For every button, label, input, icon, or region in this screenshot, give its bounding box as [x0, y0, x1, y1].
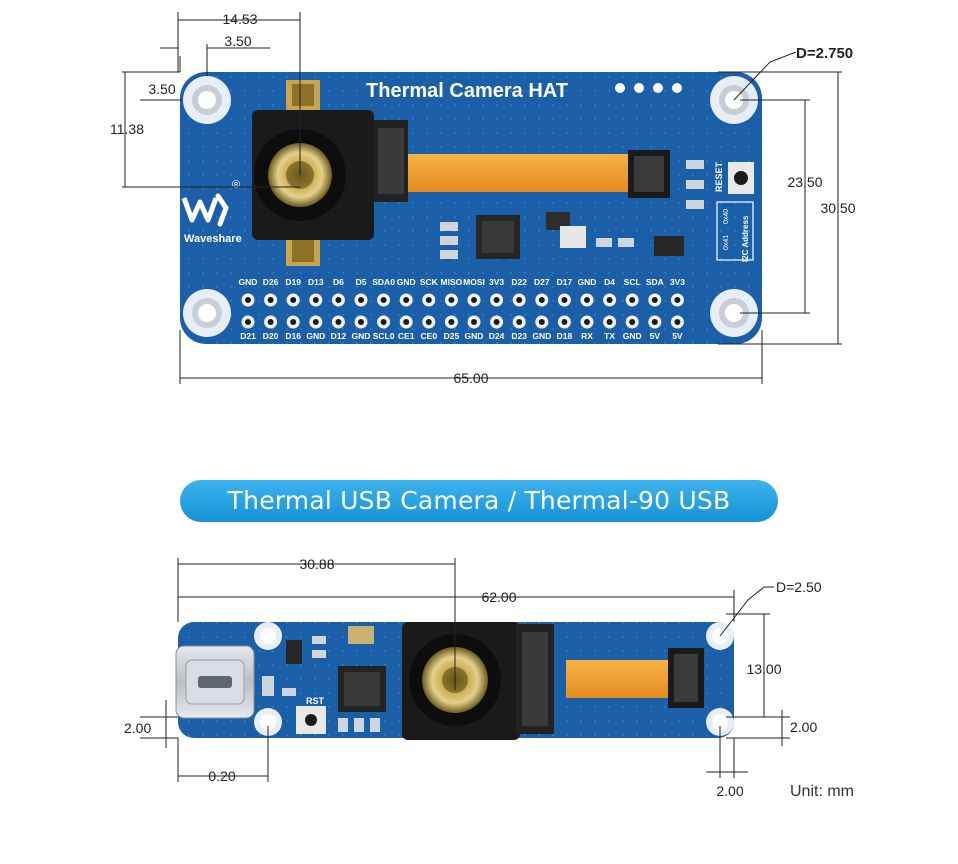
- gpio-label-top: D4: [604, 277, 615, 287]
- gpio-label-top: D6: [333, 277, 344, 287]
- gpio-label-top: D19: [285, 277, 301, 287]
- i2c-address-label: I2C Address: [741, 215, 750, 262]
- gpio-label-bottom: D16: [285, 331, 301, 341]
- dim-hat-camera-x: 14.53: [222, 11, 257, 27]
- gpio-label-top: 3V3: [489, 277, 504, 287]
- dim-usb-left-offset-y: 2.00: [124, 720, 151, 736]
- gpio-label-bottom: D24: [489, 331, 505, 341]
- gpio-label-top: SDA0: [372, 277, 395, 287]
- gpio-label-bottom: D12: [331, 331, 347, 341]
- dim-hat-camera-y: 11.38: [110, 121, 144, 137]
- gpio-label-bottom: CE0: [421, 331, 438, 341]
- gpio-label-top: SCK: [420, 277, 439, 287]
- hat-reset-label: RESET: [714, 161, 724, 192]
- gpio-label-top: SCL: [624, 277, 641, 287]
- usb-board: RST: [175, 622, 734, 740]
- dim-hat-hole-spacing: 23.50: [787, 174, 822, 190]
- usb-mount-hole-bl: [254, 708, 282, 736]
- gpio-label-top: D5: [356, 277, 367, 287]
- gpio-label-bottom: RX: [581, 331, 593, 341]
- gpio-label-bottom: GND: [623, 331, 642, 341]
- gpio-label-bottom: 5V: [650, 331, 661, 341]
- dim-usb-right-offset-y: 2.00: [790, 719, 817, 735]
- dim-hat-board-height: 30.50: [820, 200, 855, 216]
- usb-dimensions: 30.88 62.00 D=2.50 13.00 2.00 2.00 0.20 …: [124, 556, 854, 800]
- gpio-label-top: D26: [263, 277, 279, 287]
- gpio-label-bottom: SCL0: [373, 331, 395, 341]
- hat-reset-button: [728, 162, 754, 194]
- svg-text:®: ®: [232, 179, 240, 191]
- hat-dimensions: 14.53 3.50 3.50 11.38 D=2.750 23.50 30.5…: [110, 11, 856, 386]
- gpio-label-bottom: D23: [511, 331, 527, 341]
- dim-hat-hole-x: 3.50: [224, 33, 251, 49]
- waveshare-logo: ® Waveshare: [181, 179, 242, 245]
- hat-mount-hole-bl: [183, 289, 231, 337]
- gpio-label-bottom: 5V: [672, 331, 683, 341]
- dim-usb-board-width: 62.00: [481, 589, 516, 605]
- dim-usb-camera-x: 30.88: [299, 556, 334, 572]
- usb-flex-cable: [566, 660, 672, 698]
- gpio-label-top: GND: [239, 277, 258, 287]
- gpio-label-top: D17: [557, 277, 573, 287]
- dim-hat-hole-diameter: D=2.750: [796, 45, 853, 62]
- gpio-label-bottom: GND: [352, 331, 371, 341]
- hat-mount-hole-tl: [183, 76, 231, 124]
- unit-label: Unit: mm: [790, 783, 854, 800]
- gpio-label-bottom: CE1: [398, 331, 415, 341]
- hat-thermal-camera: [252, 110, 374, 240]
- gpio-label-top: SDA: [646, 277, 664, 287]
- usb-c-connector: [175, 645, 255, 719]
- hat-board: Thermal Camera HAT ® Waveshare: [180, 72, 762, 344]
- i2c-value-1: 0x41: [723, 235, 730, 250]
- dim-usb-left-offset-x: 0.20: [208, 768, 235, 784]
- gpio-label-top: D22: [511, 277, 527, 287]
- gpio-label-top: MISO: [441, 277, 463, 287]
- hat-mount-hole-br: [710, 289, 758, 337]
- gpio-label-top: D13: [308, 277, 324, 287]
- usb-rst-label: RST: [306, 696, 325, 706]
- usb-rst-button: [296, 706, 326, 734]
- gpio-label-bottom: D21: [240, 331, 256, 341]
- gpio-label-bottom: GND: [465, 331, 484, 341]
- gpio-label-top: GND: [578, 277, 597, 287]
- gpio-label-top: GND: [397, 277, 416, 287]
- gpio-label-top: D27: [534, 277, 550, 287]
- gpio-label-bottom: TX: [604, 331, 615, 341]
- dim-usb-hole-spacing: 13.00: [746, 661, 781, 677]
- usb-mount-hole-br: [706, 708, 734, 736]
- gpio-label-bottom: GND: [532, 331, 551, 341]
- usb-thermal-camera: [402, 622, 520, 740]
- usb-camera-banner: Thermal USB Camera / Thermal-90 USB Came…: [180, 480, 778, 557]
- gpio-label-bottom: D25: [444, 331, 460, 341]
- i2c-value-0: 0x40: [723, 209, 730, 224]
- hat-title: Thermal Camera HAT: [366, 80, 568, 102]
- gpio-label-bottom: GND: [306, 331, 325, 341]
- dim-usb-hole-diameter: D=2.50: [776, 579, 822, 595]
- dim-hat-board-width: 65.00: [453, 370, 488, 386]
- gpio-label-top: MOSI: [463, 277, 485, 287]
- hat-flex-cable: [408, 154, 634, 192]
- waveshare-label: Waveshare: [184, 233, 242, 245]
- hat-gpio-header: GNDD21D26D20D19D16D13GNDD6D12D5GNDSDA0SC…: [239, 277, 686, 341]
- gpio-label-bottom: D18: [557, 331, 573, 341]
- gpio-label-bottom: D20: [263, 331, 279, 341]
- gpio-label-top: 3V3: [670, 277, 685, 287]
- dim-hat-hole-y: 3.50: [148, 81, 175, 97]
- dim-usb-right-offset-x: 2.00: [716, 783, 743, 799]
- usb-mount-hole-tl: [254, 622, 282, 650]
